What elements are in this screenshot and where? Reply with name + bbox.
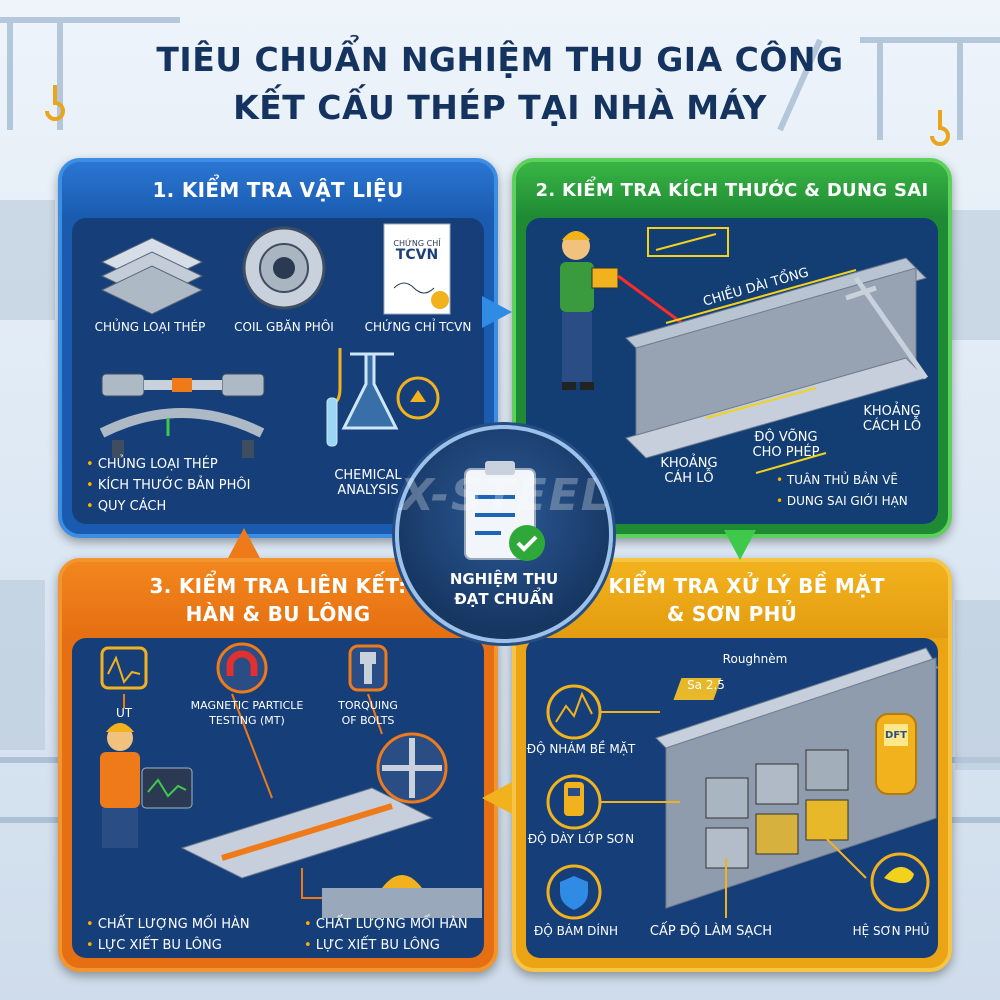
weld-detail-icon [376,732,448,804]
label-steel-type: CHỦNG LOẠI THÉP [94,320,206,334]
panel-2-bullets: TUÂN THỦ BẢN VẼ DUNG SAI GIỚI HẠN [776,470,908,512]
worker-figure [560,231,619,390]
bullet-item: TUÂN THỦ BẢN VẼ [776,470,908,491]
tape-measure-icon [647,227,729,257]
steel-plates-icon [100,237,204,315]
bullet-item: QUY CÁCH [86,496,250,517]
center-badge: NGHIỆM THU ĐẠT CHUẨN [395,425,613,643]
bullet-item: CHẤT LƯỢNG MỐI HÀN [86,914,250,935]
panel-1-header: 1. KIỂM TRA VẬT LIỆU [62,162,494,218]
label-certificate: CHỨNG CHỈ TCVN [364,320,472,334]
dft-meter-icon [875,713,917,795]
steel-coil-icon [242,226,326,310]
welding-inspection-illustration [100,642,482,918]
roughness-label: Roughnèm [722,652,788,666]
panel-3-bullets-right: CHẤT LƯỢNG MỐI HÀN LỰC XIẾT BU LÔNG [304,914,468,956]
chemical-flask-icon [326,348,440,447]
label-coating-system: HỆ SƠN PHỦ [852,924,930,938]
panel-surface-check: 4. KIỂM TRA XỬ LÝ BỀ MẶT & SƠN PHỦ [512,558,952,972]
hole-spacing-label-right: KHOẢNG CÁCH LỖ [862,404,922,434]
beam-measurement-illustration [560,227,929,474]
beam-surface-icon [655,647,938,909]
clipboard-check-icon [464,461,545,561]
arrow-4-to-3 [482,782,512,814]
certificate-icon [383,223,451,315]
chemical-analysis-label: CHEMICAL ANALYSIS [334,468,402,498]
dft-label: DFT [885,730,907,741]
hole-spacing-label-left: KHOẢNG CÁH LỖ [660,456,718,486]
bullet-item: KÍCH THƯỚC BẢN PHÔI [86,475,251,496]
sa-label: Sa 2.5 [687,678,725,692]
adhesion-shield-icon [546,864,602,920]
bullet-item: LỰC XIẾT BU LÔNG [304,935,468,956]
badge-line-2: ĐẠT CHUẨN [454,590,554,608]
arrow-3-to-1 [228,528,260,558]
label-paint-thickness: ĐỘ DÀY LỚP SƠN [527,832,635,846]
arrow-2-to-4 [724,530,756,560]
paint-system-icon [870,852,930,912]
label-coil: COIL GBĂN PHÔI [234,320,334,334]
surface-coating-illustration [546,647,938,920]
bullet-item: CHẤT LƯỢNG MỐI HÀN [304,914,468,935]
label-adhesion: ĐỘ BÁM DÍNH [534,924,618,938]
ut-label: UT [115,706,133,720]
label-cleanliness: CẤP ĐỘ LÀM SẠCH [649,924,773,939]
panel-2-header: 2. KIỂM TRA KÍCH THƯỚC & DUNG SAI [516,162,948,218]
ut-icon [100,646,148,690]
cert-big-text: TCVN [395,247,439,263]
arrow-1-to-2 [482,296,512,328]
bullet-item: LỰC XIẾT BU LÔNG [86,935,250,956]
cert-small-text: CHỨNG CHỈ [393,239,441,248]
panel-1-bullets: CHỦNG LOẠI THÉP KÍCH THƯỚC BẢN PHÔI QUY … [86,454,251,517]
panel-connection-check: 3. KIỂM TRA LIÊN KẾT: HÀN & BU LÔNG [58,558,498,972]
label-roughness: ĐỘ NHÁM BỀ MẶT [526,742,636,756]
weld-cross-section-icon [322,875,482,918]
bullet-item: CHỦNG LOẠI THÉP [86,454,250,475]
magnet-icon [216,642,268,694]
title-line-1: TIÊU CHUẨN NGHIỆM THU GIA CÔNG [156,40,844,79]
welder-figure [100,723,193,848]
title-line-2: KẾT CẤU THÉP TẠI NHÀ MÁY [233,88,767,127]
deflection-label: ĐỘ VÕNG CHO PHÉP [752,430,820,460]
caliper-icon [845,276,929,380]
material-illustrations [99,223,451,458]
mt-label: MAGNETIC PARTICLE TESTING (MT) [190,699,304,727]
bolt-icon [348,644,388,692]
page-title: TIÊU CHUẨN NGHIỆM THU GIA CÔNG KẾT CẤU T… [0,36,1000,132]
tensile-test-icon [99,373,265,458]
torquing-label: TORQUING OF BOLTS [338,699,398,727]
bullet-item: DUNG SAI GIỚI HẠN [776,491,908,512]
watermark-logo: X-STEEL [400,470,611,521]
badge-line-1: NGHIỆM THU [449,570,559,588]
panel-3-bullets-left: CHẤT LƯỢNG MỐI HÀN LỰC XIẾT BU LÔNG [86,914,250,956]
